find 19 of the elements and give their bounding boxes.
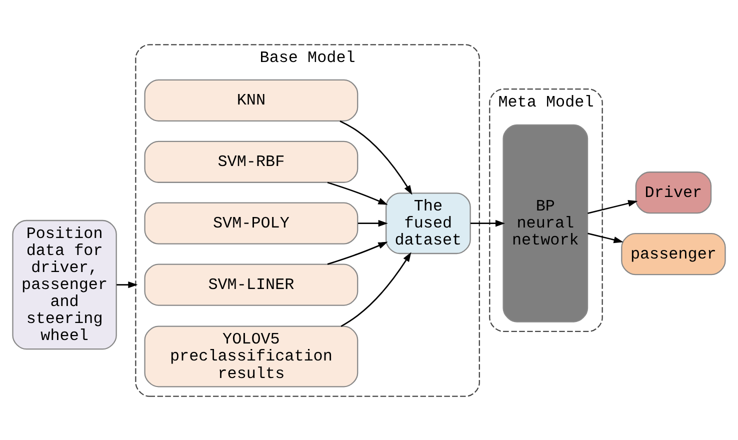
arrow [470,220,506,226]
node-box: The fused dataset [386,192,471,254]
arrow [588,200,638,214]
arrow [340,120,412,194]
node-box: BP neural network [502,124,588,322]
node-box: Position data for driver, passenger and steering wheel [12,219,117,350]
arrow [340,252,412,326]
node-box: passenger [621,232,726,275]
arrow [588,232,624,243]
node-box: Driver [635,171,712,214]
node-box: KNN [144,78,358,121]
arrow [327,181,388,204]
node-box: SVM-POLY [144,202,358,244]
node-box: SVM-RBF [144,140,358,182]
arrow [116,280,138,288]
node-box: SVM-LINER [144,263,358,306]
node-box: YOLOV5 preclassification results [144,325,358,387]
arrow [327,241,388,264]
arrow [358,220,388,226]
